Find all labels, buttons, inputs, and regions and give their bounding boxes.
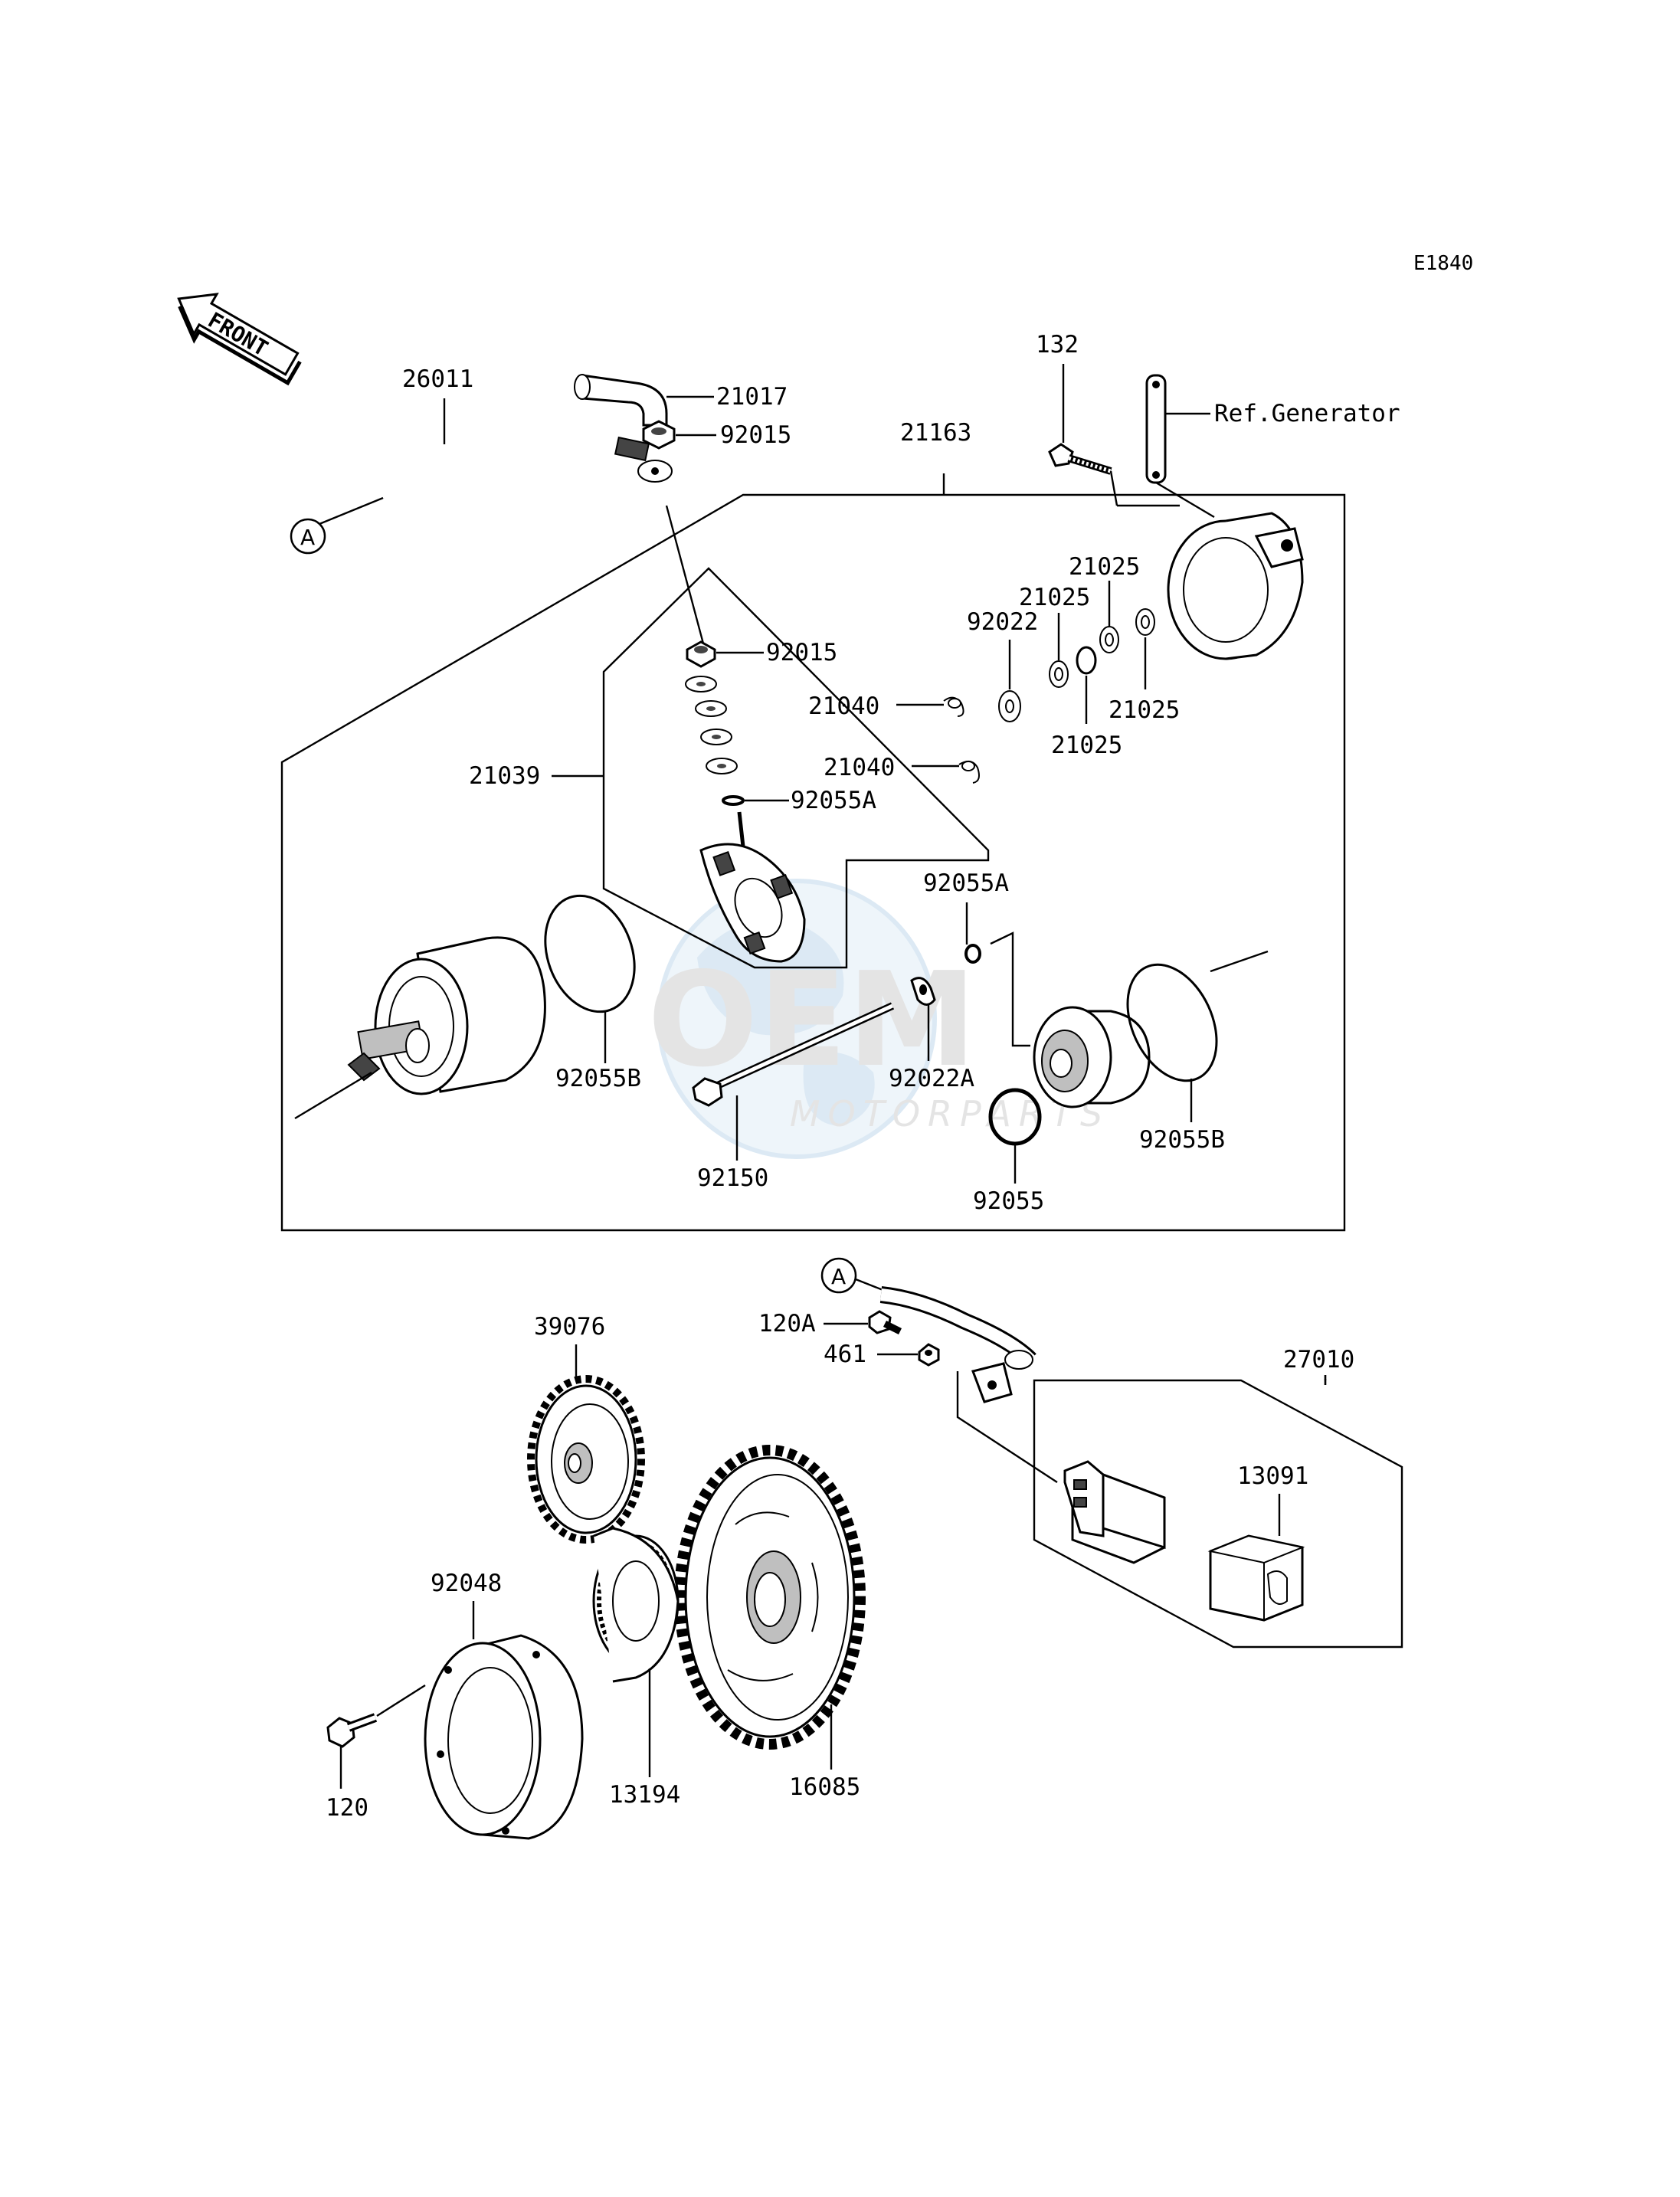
label-92022A: 92022A	[889, 1065, 974, 1092]
washer-92022A	[910, 977, 936, 1006]
label-92048: 92048	[431, 1570, 502, 1597]
generator-bracket	[1145, 374, 1167, 484]
label-21025-c: 21025	[1109, 696, 1180, 724]
marker-a-lower: A	[820, 1257, 857, 1294]
clip-21040-a	[943, 696, 964, 717]
clip-21040-b	[958, 760, 980, 784]
label-39076: 39076	[534, 1313, 605, 1341]
label-21040-a: 21040	[808, 692, 879, 720]
label-21017: 21017	[716, 383, 788, 411]
starter-end-cover-right	[1167, 512, 1304, 660]
oem-watermark: OEM MOTORPARTS	[647, 879, 1110, 1159]
one-way-clutch-13194	[592, 1527, 680, 1683]
battery-cable-26011	[298, 424, 673, 534]
label-120: 120	[326, 1794, 368, 1822]
label-13194: 13194	[609, 1781, 680, 1809]
label-27010: 27010	[1283, 1346, 1354, 1374]
label-92055B-a: 92055B	[555, 1065, 641, 1092]
relay-cover-13091	[1207, 1534, 1305, 1622]
label-461: 461	[824, 1341, 866, 1368]
starter-motor-yoke	[294, 936, 546, 1120]
label-92055: 92055	[973, 1187, 1044, 1215]
relay-cable	[879, 1286, 1036, 1403]
nut-92015-top	[642, 420, 676, 450]
label-92150: 92150	[697, 1164, 768, 1192]
idle-gear-39076	[527, 1375, 645, 1544]
label-ref-generator: Ref.Generator	[1214, 400, 1400, 427]
front-arrow-icon: FRONT	[177, 293, 302, 386]
oring-92055A-top	[722, 795, 745, 806]
washer-21025-group	[1049, 608, 1155, 688]
starter-relay	[1063, 1460, 1166, 1564]
label-92015-mid: 92015	[766, 639, 837, 666]
label-16085: 16085	[789, 1773, 860, 1801]
label-21025-a: 21025	[1069, 553, 1140, 581]
label-92015-top: 92015	[720, 421, 791, 449]
label-13091: 13091	[1237, 1462, 1308, 1490]
watermark-sub: MOTORPARTS	[790, 1093, 1110, 1135]
svg-text:A: A	[831, 1264, 846, 1289]
label-21163: 21163	[900, 419, 971, 447]
bolt-120A	[868, 1310, 902, 1335]
marker-a-top: A	[290, 518, 326, 555]
oring-92055B-right	[1126, 963, 1218, 1082]
diagram-code: E1840	[1413, 252, 1473, 275]
clutch-holder-92048	[424, 1634, 584, 1840]
assembly-21039-outline	[602, 567, 990, 969]
oring-92055B-left	[544, 894, 636, 1013]
oring-92055A-right	[964, 944, 981, 964]
assembly-27010-outline	[1033, 1379, 1403, 1649]
through-bolt-92150	[692, 1002, 895, 1107]
starter-front-cover	[1033, 1006, 1151, 1108]
label-21039: 21039	[469, 762, 540, 790]
label-120A: 120A	[758, 1310, 816, 1338]
label-92055B-b: 92055B	[1139, 1126, 1225, 1154]
brush-holder-plate	[699, 811, 806, 963]
terminal-cap-21017	[574, 374, 668, 427]
label-132: 132	[1036, 331, 1079, 359]
label-26011: 26011	[402, 365, 473, 393]
label-92022: 92022	[967, 608, 1038, 636]
assembly-21163-outline	[280, 493, 1346, 1232]
terminal-stack-92015	[685, 640, 738, 774]
label-21025-b: 21025	[1019, 584, 1090, 611]
washer-92022	[998, 690, 1021, 722]
label-21025-d: 21025	[1051, 732, 1122, 759]
starter-clutch-gear-16085	[674, 1445, 866, 1750]
label-92055A-a: 92055A	[791, 787, 876, 814]
label-92055A-b: 92055A	[923, 869, 1009, 897]
bolt-132	[1048, 443, 1112, 475]
bolt-120	[326, 1713, 378, 1748]
label-21040-b: 21040	[824, 754, 895, 781]
nut-461	[918, 1343, 940, 1367]
svg-text:A: A	[300, 525, 315, 550]
watermark-brand: OEM	[647, 945, 977, 1096]
